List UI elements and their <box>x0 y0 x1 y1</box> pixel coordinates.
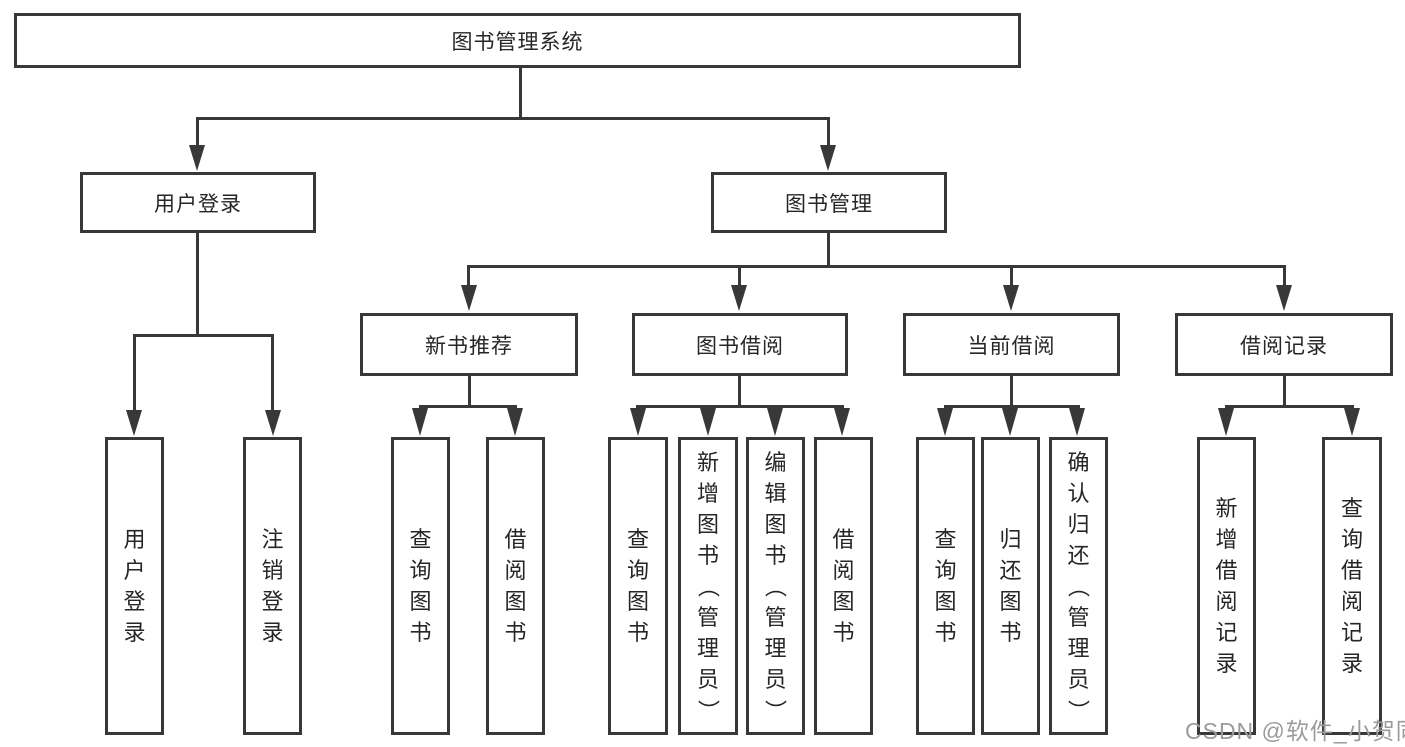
connector-drop-leaf <box>271 336 274 411</box>
connector-user-login-stem <box>196 232 199 336</box>
node-borrowing-records: 借阅记录 <box>1175 313 1393 376</box>
leaf-edit-books-admin: 编辑图书（管理员） <box>746 437 805 735</box>
leaf-label: 用户登录 <box>123 527 146 645</box>
connector-book-management-bar <box>467 265 1286 268</box>
node-label: 图书管理系统 <box>451 30 584 54</box>
leaf-label: 查询图书 <box>626 527 649 645</box>
node-label: 当前借阅 <box>967 334 1056 358</box>
leaf-label: 借阅图书 <box>832 527 855 645</box>
arrowhead-down <box>1344 408 1360 436</box>
node-library-management-system: 图书管理系统 <box>14 13 1021 68</box>
leaf-label: 新增借阅记录 <box>1215 496 1238 676</box>
arrowhead-down <box>834 408 850 436</box>
arrowhead-down <box>1218 408 1234 436</box>
connector-drop-l3 <box>738 267 741 288</box>
node-label: 图书借阅 <box>696 334 784 358</box>
node-label: 新书推荐 <box>425 334 513 358</box>
leaf-add-borrow-record: 新增借阅记录 <box>1197 437 1256 735</box>
leaf-query-borrow-record: 查询借阅记录 <box>1322 437 1382 735</box>
arrowhead-down <box>1003 285 1019 311</box>
connector-stem <box>1010 376 1013 407</box>
watermark: CSDN @软件_小贺同学 <box>1185 718 1405 744</box>
connector-bar <box>419 405 517 408</box>
arrowhead-down <box>1069 408 1085 436</box>
node-current-borrowing: 当前借阅 <box>903 313 1120 376</box>
arrowhead-down <box>630 408 646 436</box>
leaf-label: 新增图书（管理员） <box>695 449 721 722</box>
node-label: 用户登录 <box>154 192 242 216</box>
arrowhead-down <box>820 145 836 171</box>
leaf-return-books: 归还图书 <box>981 437 1040 735</box>
leaf-borrow-books-recommend: 借阅图书 <box>486 437 545 735</box>
connector-drop-l3 <box>1010 267 1013 288</box>
leaf-label: 编辑图书（管理员） <box>762 449 788 722</box>
connector-drop-book-management <box>827 119 830 146</box>
node-label: 图书管理 <box>785 192 873 216</box>
leaf-label: 确认归还（管理员） <box>1065 449 1091 722</box>
arrowhead-down <box>937 408 953 436</box>
connector-bar <box>636 405 844 408</box>
connector-stem <box>738 376 741 407</box>
arrowhead-down <box>507 408 523 436</box>
connector-drop-l3 <box>1283 267 1286 288</box>
leaf-label: 查询图书 <box>409 527 432 645</box>
arrowhead-down <box>1276 285 1292 311</box>
node-user-login: 用户登录 <box>80 172 316 233</box>
leaf-query-books-recommend: 查询图书 <box>391 437 450 735</box>
connector-stem <box>468 376 471 407</box>
connector-drop-leaf <box>133 336 136 411</box>
leaf-user-login: 用户登录 <box>105 437 164 735</box>
arrowhead-down <box>126 410 142 436</box>
connector-book-management-stem <box>827 232 830 268</box>
connector-root-stem <box>519 66 522 118</box>
node-book-borrowing: 图书借阅 <box>632 313 848 376</box>
connector-bar <box>1225 405 1354 408</box>
node-book-management: 图书管理 <box>711 172 947 233</box>
leaf-label: 归还图书 <box>999 527 1022 645</box>
leaf-borrow-books-borrowing: 借阅图书 <box>814 437 873 735</box>
connector-drop-user-login <box>196 119 199 146</box>
arrowhead-down <box>461 285 477 311</box>
connector-bar <box>944 405 1080 408</box>
arrowhead-down <box>1002 408 1018 436</box>
leaf-logout: 注销登录 <box>243 437 302 735</box>
node-label: 借阅记录 <box>1240 334 1328 358</box>
connector-stem <box>1283 376 1286 407</box>
arrowhead-down <box>700 408 716 436</box>
leaf-label: 注销登录 <box>261 527 284 645</box>
connector-root-bar <box>196 117 830 120</box>
arrowhead-down <box>412 408 428 436</box>
leaf-add-books-admin: 新增图书（管理员） <box>678 437 738 735</box>
leaf-query-books-current: 查询图书 <box>916 437 975 735</box>
connector-drop-l3 <box>467 267 470 288</box>
leaf-label: 借阅图书 <box>504 527 527 645</box>
arrowhead-down <box>731 285 747 311</box>
leaf-label: 查询图书 <box>934 527 957 645</box>
node-new-book-recommendation: 新书推荐 <box>360 313 578 376</box>
connector-user-login-bar <box>133 334 274 337</box>
leaf-label: 查询借阅记录 <box>1340 496 1363 676</box>
arrowhead-down <box>767 408 783 436</box>
leaf-query-books-borrowing: 查询图书 <box>608 437 668 735</box>
arrowhead-down <box>265 410 281 436</box>
arrowhead-down <box>189 145 205 171</box>
leaf-confirm-return-admin: 确认归还（管理员） <box>1049 437 1108 735</box>
